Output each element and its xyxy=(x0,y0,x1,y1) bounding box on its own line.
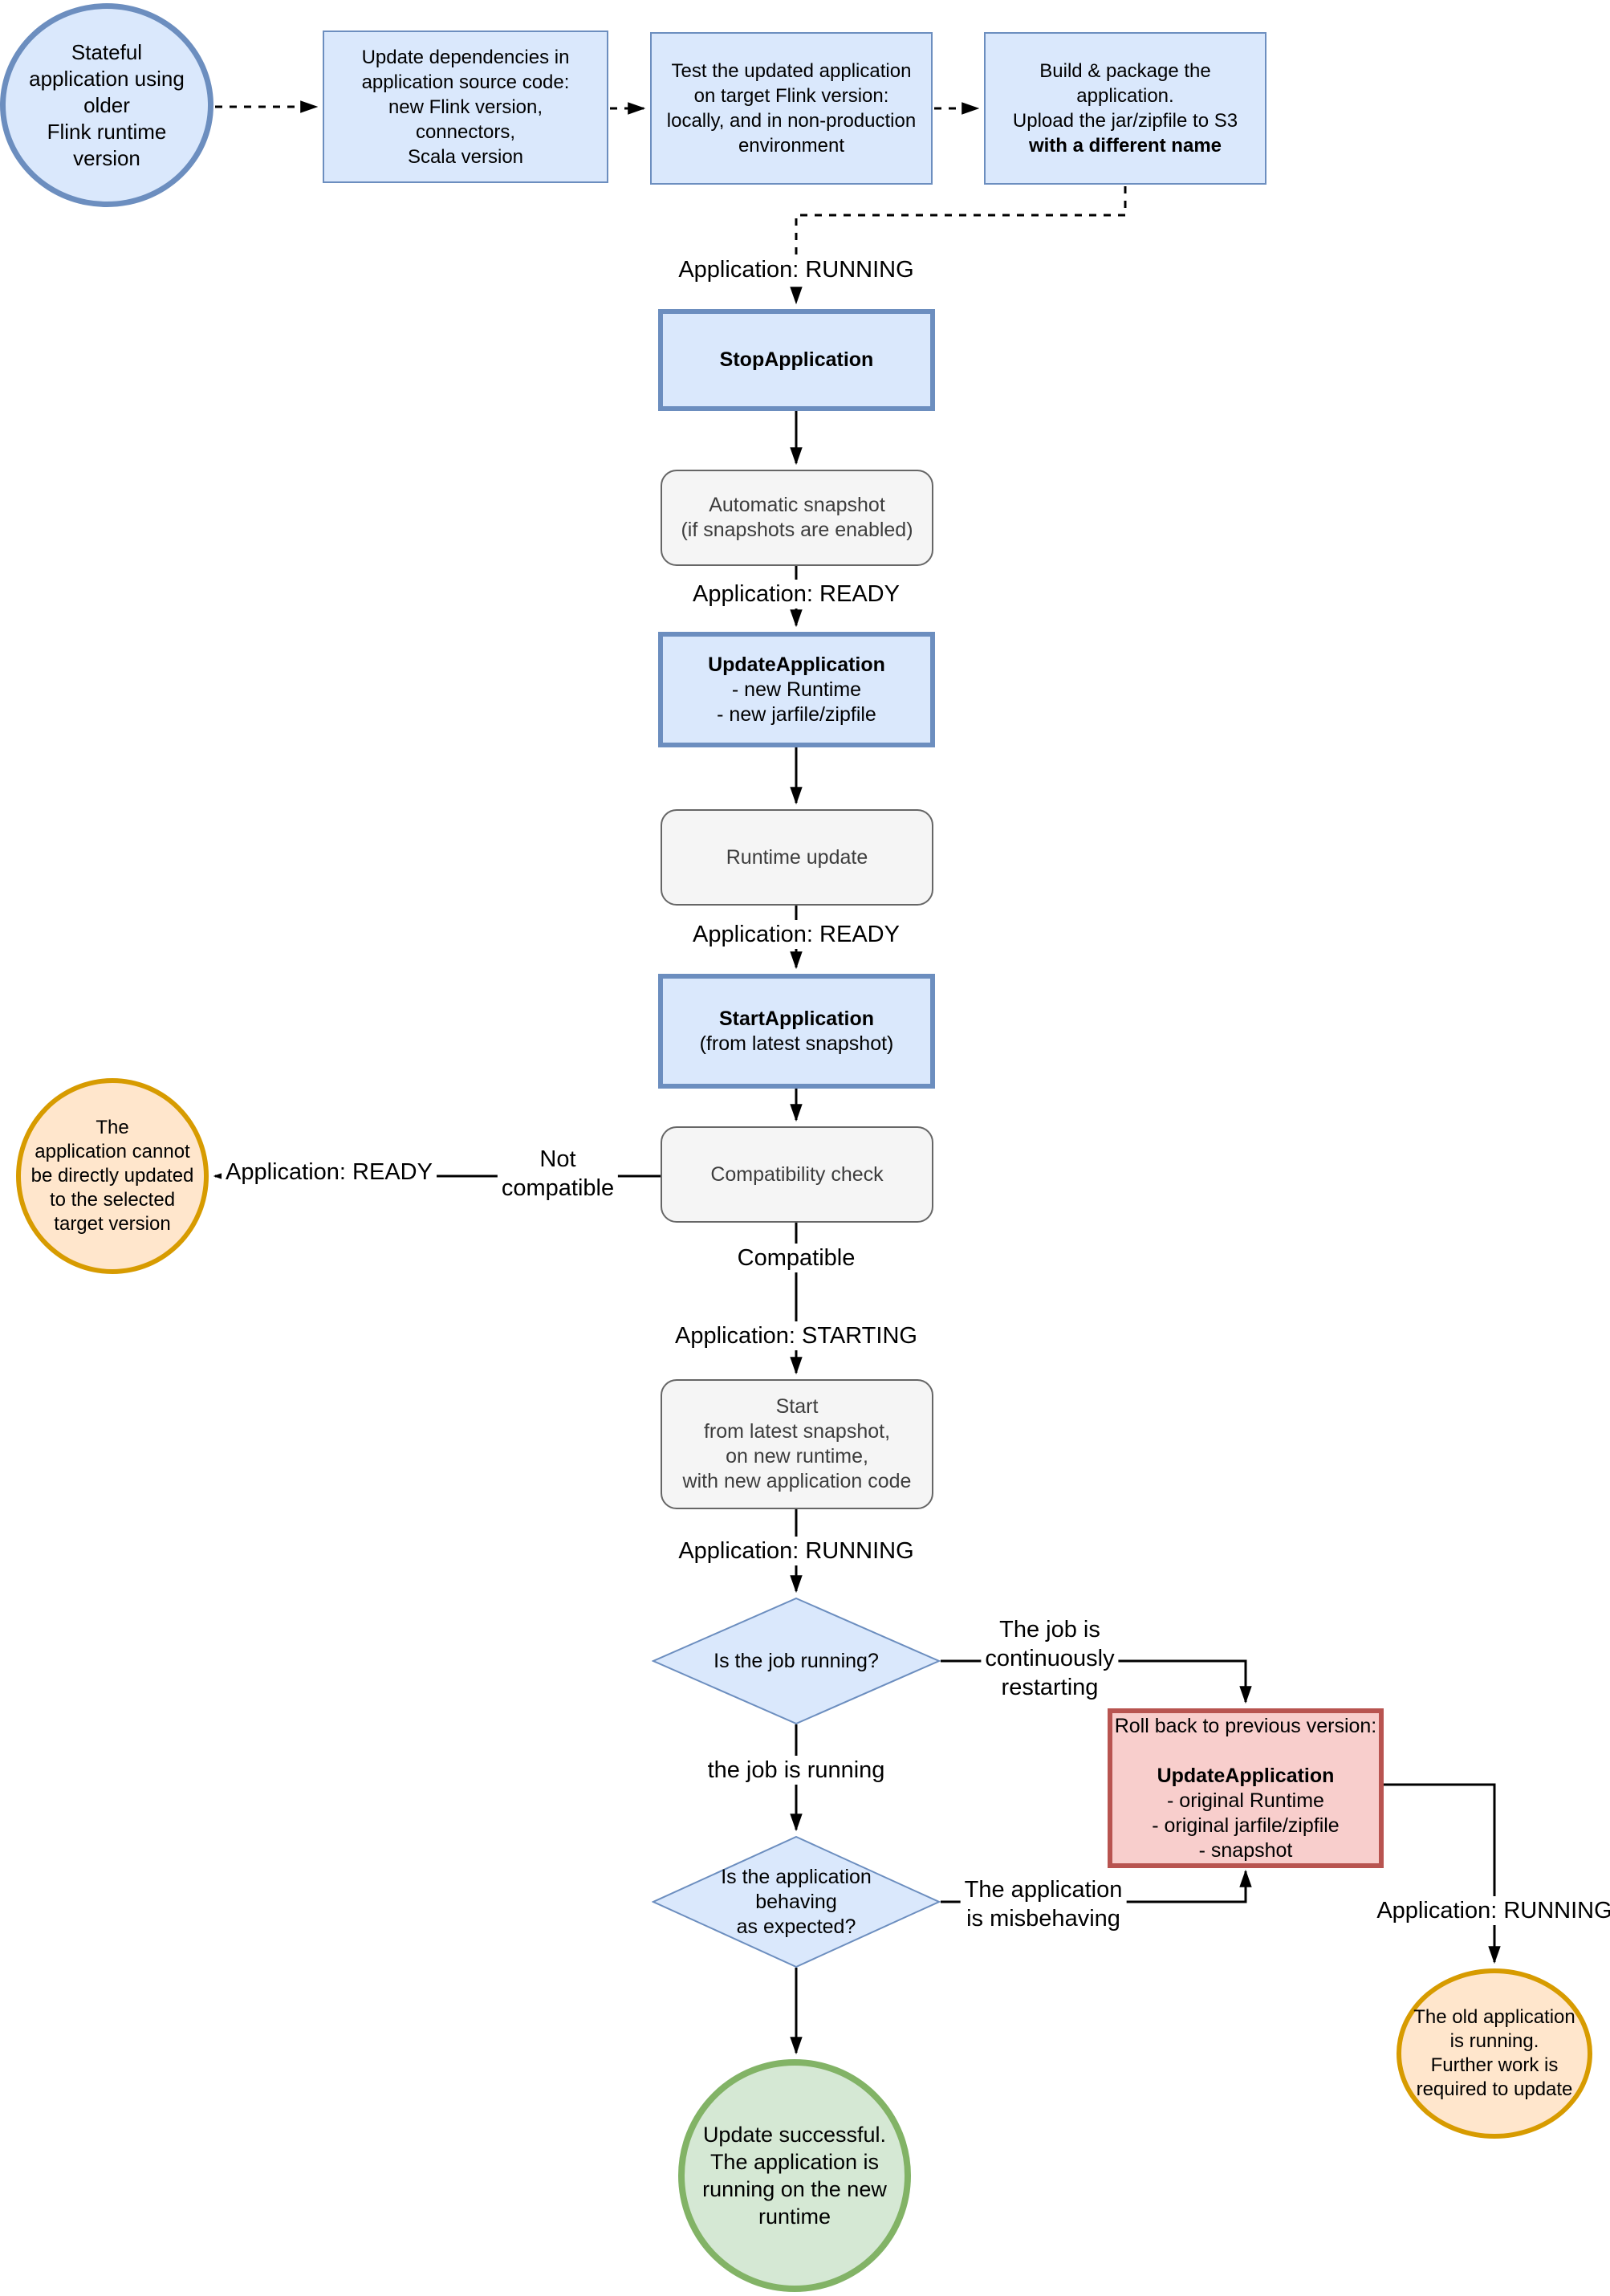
edge-rollback-to-oldapp xyxy=(1384,1783,1501,1964)
node-cannot-update-circle: The application cannot be directly updat… xyxy=(16,1078,209,1274)
edge-label-application-running-right: Application: RUNNING xyxy=(1372,1896,1610,1925)
edge-label-not-compatible: Not compatible xyxy=(497,1145,619,1203)
edge-label-job-restarting: The job is continuously restarting xyxy=(981,1615,1119,1702)
node-start-from-snapshot: Start from latest snapshot, on new runti… xyxy=(661,1379,933,1509)
decision-is-job-running: Is the job running? xyxy=(652,1598,941,1724)
edge-label-misbehaving: The application is misbehaving xyxy=(960,1875,1127,1933)
edge-label-application-ready-left: Application: READY xyxy=(222,1158,437,1187)
edge-label-application-starting: Application: STARTING xyxy=(671,1321,921,1350)
node-rollback-previous-version: Roll back to previous version: UpdateApp… xyxy=(1108,1708,1384,1868)
node-test-application: Test the updated application on target F… xyxy=(650,32,933,185)
node-compatibility-check: Compatibility check xyxy=(661,1126,933,1223)
node-automatic-snapshot: Automatic snapshot (if snapshots are ena… xyxy=(661,470,933,566)
node-start-stateful-application: Stateful application using older Flink r… xyxy=(0,3,213,207)
edge-build-to-stop xyxy=(790,186,1127,305)
edge-label-application-running-top: Application: RUNNING xyxy=(674,255,918,284)
node-stop-application: StopApplication xyxy=(658,309,935,411)
node-update-dependencies: Update dependencies in application sourc… xyxy=(323,31,608,183)
diamond-shape xyxy=(652,1598,941,1724)
diamond-shape xyxy=(652,1836,941,1968)
decision-is-application-behaving: Is the application behaving as expected? xyxy=(652,1836,941,1968)
edge-label-compatible: Compatible xyxy=(733,1244,860,1272)
node-runtime-update: Runtime update xyxy=(661,809,933,906)
node-update-successful-circle: Update successful. The application is ru… xyxy=(678,2059,911,2292)
node-old-application-circle: The old application is running. Further … xyxy=(1397,1968,1592,2139)
node-update-application: UpdateApplication - new Runtime - new ja… xyxy=(658,632,935,747)
node-build-package: Build & package the application. Upload … xyxy=(984,32,1266,185)
node-start-application: StartApplication (from latest snapshot) xyxy=(658,974,935,1089)
edge-label-application-running-mid: Application: RUNNING xyxy=(674,1537,918,1565)
edge-label-application-ready-1: Application: READY xyxy=(689,580,904,609)
edge-label-application-ready-2: Application: READY xyxy=(689,920,904,949)
edge-label-job-running: the job is running xyxy=(703,1756,889,1785)
